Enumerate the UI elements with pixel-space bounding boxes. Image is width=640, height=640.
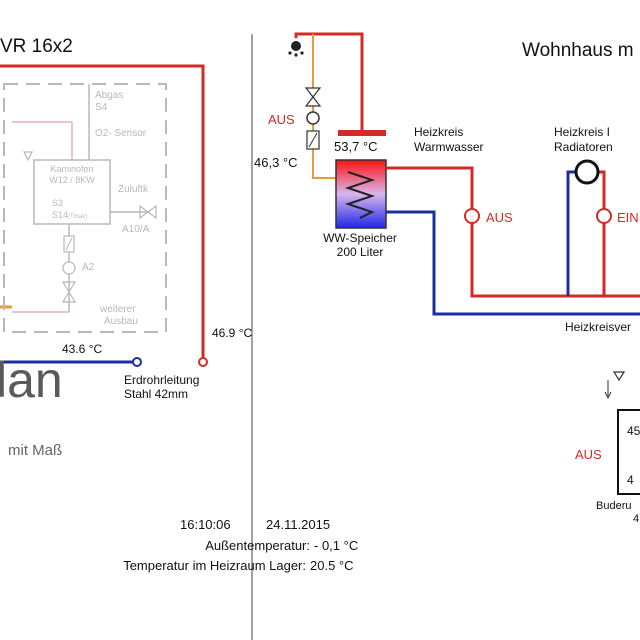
- s14-label: S14(Tmax): [52, 210, 87, 221]
- top-pump-status: AUS: [268, 112, 295, 127]
- kaminofen-label: Kaminofen: [50, 164, 94, 174]
- outdoor-temp-value: - 0,1 °C: [314, 538, 359, 553]
- hw-title-2: Warmwasser: [414, 140, 484, 154]
- hw-title-1: Heizkreis: [414, 125, 464, 139]
- tank-supply-pipe: [294, 32, 364, 134]
- hw-return-pipe: [386, 210, 640, 316]
- pipe-label-line1: Erdrohrleitung: [124, 373, 200, 387]
- a10-label: A10/A: [122, 224, 150, 235]
- abgas-label: Abgas: [95, 90, 124, 101]
- hw-pump-status: AUS: [486, 210, 513, 225]
- left-supply-temp: 46.9 °C: [212, 326, 253, 340]
- tank-cap: [338, 130, 386, 136]
- buffer-top-temp: 45: [627, 424, 640, 438]
- tank-warm-pipe: [312, 34, 336, 179]
- hw-pump-icon: [464, 208, 480, 224]
- s14-text: S14: [52, 210, 69, 220]
- rad-supply-pipe: [596, 170, 606, 296]
- buffer-sensor-icon: [612, 371, 626, 382]
- shower-drop-2: [294, 53, 298, 57]
- buffer-label: Buderu: [596, 500, 632, 512]
- rad-title-2: Radiatoren: [554, 140, 613, 154]
- zuluft-label: Zuluftk: [118, 184, 149, 195]
- stove-model-label: W12 / 8KW: [49, 175, 95, 185]
- tank-coil-icon: [344, 171, 376, 219]
- outdoor-temp-label: Außentemperatur:: [205, 538, 310, 553]
- pipe-label-line2: Stahl 42mm: [124, 387, 189, 401]
- room-temp-label: Temperatur im Heizraum Lager:: [123, 558, 306, 573]
- footer-time: 16:10:06: [180, 517, 231, 532]
- o2-sensor-label: O2- Sensor: [95, 128, 147, 139]
- footer-date: 24.11.2015: [266, 517, 331, 532]
- rad-pump-icon: [596, 208, 612, 224]
- pump-top-temp: 46,3 °C: [254, 155, 298, 170]
- left-return-temp: 43.6 °C: [62, 342, 103, 356]
- return-pipe-end: [132, 357, 142, 367]
- top-valve-icon-b: [304, 96, 322, 107]
- right-title: Wohnhaus m: [522, 40, 634, 61]
- rad-title-1: Heizkreis I: [554, 125, 611, 139]
- shower-head-icon: [291, 41, 301, 51]
- buffer-bottom-temp: 4: [627, 473, 634, 487]
- check-valve-slash: [65, 237, 73, 251]
- zuluft-valve-icon-b: [147, 204, 157, 220]
- stove-valve-icon-b: [61, 290, 77, 303]
- tank-volume: 200 Liter: [336, 245, 384, 259]
- weiterer-label: weiterer: [100, 304, 136, 315]
- tank-temp: 53,7 °C: [334, 139, 378, 154]
- left-title: VR 16x2: [0, 36, 73, 57]
- buffer-arrow-icon: [604, 391, 612, 400]
- a2-pump-icon: [62, 261, 76, 275]
- stove-box: [33, 159, 111, 225]
- radiator-icon: [574, 159, 600, 185]
- supply-pipe-end: [198, 357, 208, 367]
- top-pump-icon: [306, 111, 320, 125]
- zuluft-valve-icon: [139, 204, 149, 220]
- buffer-status: AUS: [575, 447, 602, 462]
- boiler-frame: [3, 83, 167, 333]
- shower-drop: [288, 51, 292, 55]
- buffer-box: [617, 409, 640, 495]
- rad-return-pipe: [566, 170, 578, 296]
- s3-label: S3: [52, 198, 64, 208]
- stove-valve-icon: [61, 281, 77, 294]
- distributor-label: Heizkreisver: [565, 320, 632, 334]
- logo-text: lan: [0, 352, 63, 408]
- tank-name: WW-Speicher: [323, 231, 397, 245]
- a2-label: A2: [82, 262, 95, 273]
- buffer-sub: 4: [633, 513, 640, 525]
- logo-tagline: mit Maß: [8, 442, 63, 459]
- ausbau-label: Ausbau: [104, 316, 138, 327]
- stove-sensor-icon: [23, 151, 33, 162]
- rad-pump-status: EIN: [617, 210, 639, 225]
- top-check-slash: [308, 132, 318, 148]
- s14-suffix: (Tmax): [68, 214, 88, 220]
- room-temp-value: 20.5 °C: [310, 558, 354, 573]
- shower-drop-3: [300, 51, 304, 55]
- left-supply-pipe: [0, 64, 205, 358]
- s4-label: S4: [95, 102, 108, 113]
- hw-supply-pipe: [386, 166, 640, 298]
- top-valve-icon: [304, 87, 322, 98]
